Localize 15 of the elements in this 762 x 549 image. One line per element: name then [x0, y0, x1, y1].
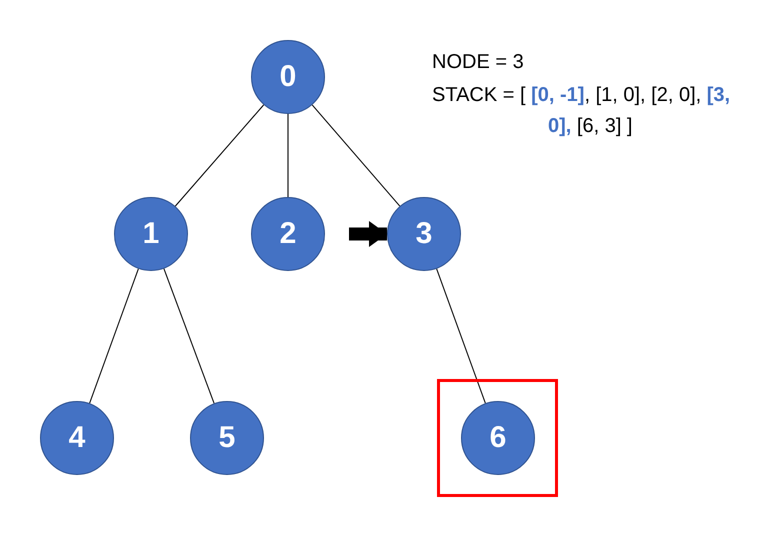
- tree-edge: [163, 268, 215, 404]
- tree-edge: [174, 104, 264, 207]
- node-label: 4: [68, 421, 86, 455]
- stack-state-text: NODE = 3: [432, 50, 525, 75]
- node-label: 5: [218, 421, 236, 455]
- highlight-frame: [437, 379, 558, 497]
- tree-edge: [89, 268, 139, 404]
- node-label: 2: [280, 217, 296, 251]
- node-label: 1: [142, 217, 160, 251]
- node-label: 6: [490, 421, 506, 455]
- tree-edge: [436, 268, 486, 404]
- node-label: 3: [416, 217, 432, 251]
- stack-state-text: STACK = [ [0, -1], [1, 0], [2, 0], [3, 0], [6, 3] ]: [432, 83, 732, 139]
- node-label: 0: [280, 60, 296, 94]
- tree-edge: [312, 104, 400, 207]
